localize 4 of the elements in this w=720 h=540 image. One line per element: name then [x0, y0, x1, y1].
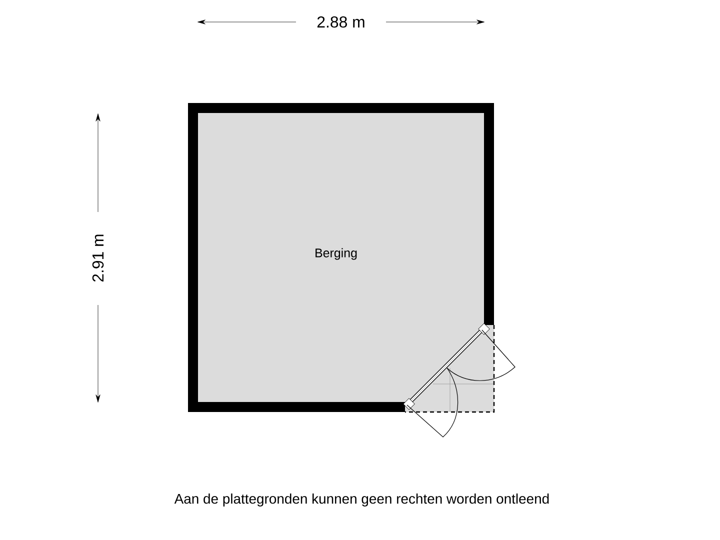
disclaimer-text: Aan de plattegronden kunnen geen rechten worden ontleend [174, 494, 549, 506]
room: Berging [188, 103, 494, 412]
dimension-label: 2.88 m [317, 16, 364, 28]
dimension-label: 2.91 m [92, 234, 104, 282]
